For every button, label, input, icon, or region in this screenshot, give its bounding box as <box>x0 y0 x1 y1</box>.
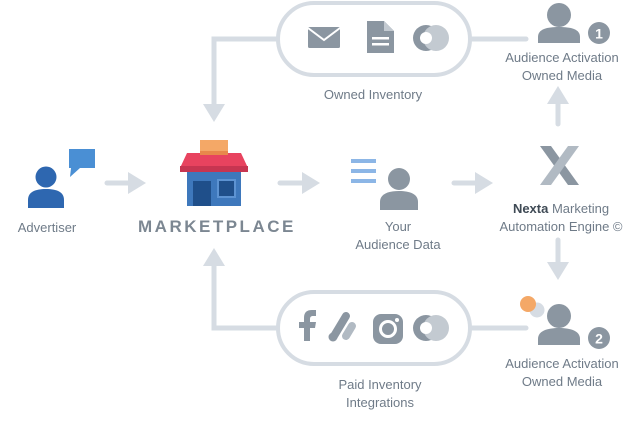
connector-lines <box>104 36 561 331</box>
activation2-source-dots-icon <box>520 296 545 318</box>
audience-data-label: Your Audience Data <box>340 218 456 254</box>
marketplace-label: MARKETPLACE <box>138 217 296 236</box>
paid-to-marketplace-line <box>211 259 281 331</box>
engine-brand: Nexta <box>512 201 549 216</box>
arrow-right-data <box>475 172 493 194</box>
store-icon <box>180 140 248 206</box>
activation2-badge-number: 2 <box>595 331 603 347</box>
audience-data-label-line2: Audience Data <box>355 237 441 252</box>
arrow-heads <box>128 86 569 280</box>
instagram-icon <box>373 314 403 344</box>
activation2-label-line2: Owned Media <box>521 374 603 389</box>
arrow-right-marketplace <box>302 172 320 194</box>
arrow-down-activation2 <box>547 262 569 280</box>
activation1-badge-number: 1 <box>595 26 603 42</box>
advertiser-label: Advertiser <box>17 220 77 235</box>
activation1-label: Audience Activation Owned Media <box>490 49 634 85</box>
nexta-x-logo-icon <box>540 146 579 185</box>
activation1-badge: 1 <box>588 22 610 44</box>
facebook-icon <box>299 310 316 341</box>
engine-label: Nexta Marketing Automation Engine © <box>490 200 632 236</box>
audience-data-label-line1: Your <box>384 219 412 234</box>
activation1-label-line1: Audience Activation <box>505 50 619 65</box>
chat-bubble-icon <box>69 149 95 177</box>
overlapping-circles-icon <box>413 315 449 341</box>
activation1-person-icon <box>538 3 580 43</box>
mail-icon <box>307 27 341 48</box>
engine-label-line1: Nexta Marketing <box>490 200 632 218</box>
activation2-person-icon <box>538 304 580 345</box>
engine-label-line2: Automation Engine © <box>499 219 623 234</box>
paid-inventory-label-line1: Paid Inventory <box>338 377 422 392</box>
arrow-down-to-marketplace <box>203 104 225 122</box>
owned-inventory-pill <box>276 1 472 77</box>
owned-to-marketplace-line <box>211 36 281 111</box>
adwords-icon <box>328 312 356 342</box>
paid-inventory-label: Paid Inventory Integrations <box>310 376 450 412</box>
engine-label-line1-rest: Marketing <box>548 201 610 216</box>
overlapping-circles-icon <box>413 25 449 51</box>
arrow-up-to-marketplace <box>203 248 225 266</box>
activation2-label-line1: Audience Activation <box>505 356 619 371</box>
arrow-right-advertiser <box>128 172 146 194</box>
paid-inventory-pill <box>276 290 472 366</box>
document-icon <box>367 21 394 53</box>
activation2-badge: 2 <box>588 327 610 349</box>
advertiser-icon <box>28 166 64 208</box>
arrow-up-activation1 <box>547 86 569 104</box>
paid-inventory-label-line2: Integrations <box>346 395 414 410</box>
audience-person-icon <box>380 168 418 210</box>
data-lines-icon <box>351 159 376 183</box>
activation2-label: Audience Activation Owned Media <box>490 355 634 391</box>
owned-inventory-label: Owned Inventory <box>323 87 423 102</box>
activation1-label-line2: Owned Media <box>521 68 603 83</box>
